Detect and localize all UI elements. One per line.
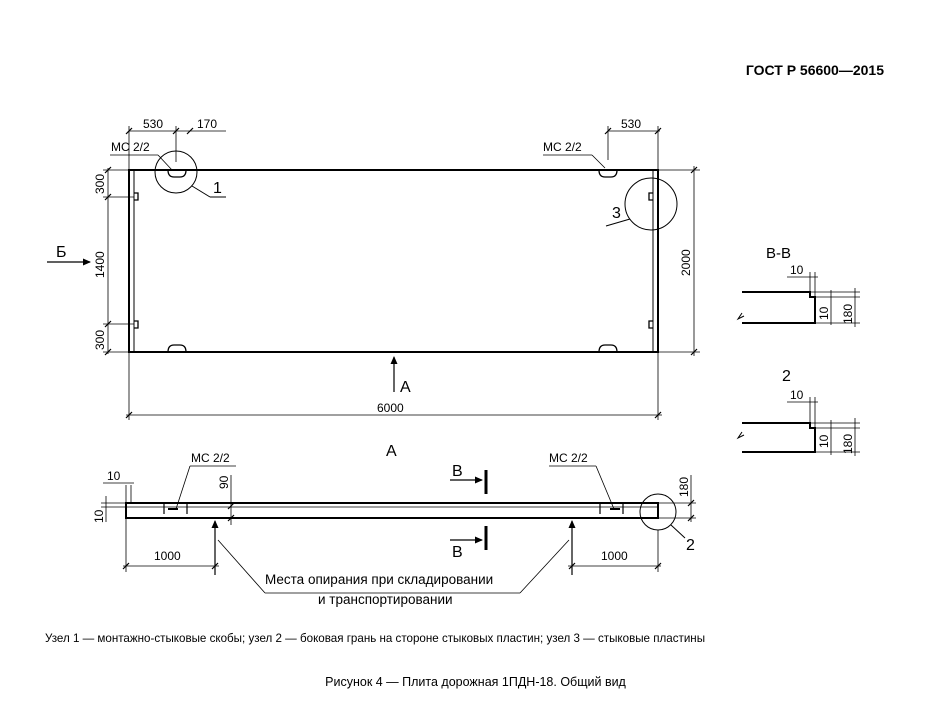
dim-2000: 2000 (679, 249, 693, 276)
plate-left-bottom (134, 320, 139, 329)
dim-530-left: 530 (143, 117, 163, 131)
elev-dim-90: 90 (217, 475, 231, 489)
elevation-view (101, 465, 696, 594)
node-3-leader (605, 218, 631, 227)
section-vv-dim-10-side: 10 (817, 306, 831, 320)
elevation-labels: А 10 10 90 180 МС 2/2 МС 2/2 В В 2 1000 … (92, 443, 695, 607)
dim-1400: 1400 (93, 251, 107, 278)
section-vv-dim-180: 180 (841, 304, 855, 324)
section-vv (736, 272, 860, 327)
mc-label-right: МС 2/2 (543, 140, 582, 154)
dim-300-top: 300 (93, 174, 107, 194)
support-note-line2: и транспортировании (318, 592, 453, 607)
dim-530-right: 530 (621, 117, 641, 131)
plate-right-top (648, 192, 653, 201)
nodes-legend: Узел 1 — монтажно-стыковые скобы; узел 2… (45, 632, 706, 645)
dim-6000: 6000 (377, 401, 404, 415)
detail-2-title: 2 (782, 368, 791, 385)
support-note-line1: Места опирания при складировании (265, 572, 493, 587)
standard-number: ГОСТ Р 56600—2015 (745, 62, 884, 78)
bracket-top-left (167, 169, 187, 178)
bracket-bottom-right (598, 344, 618, 353)
section-vv-dim-10-top: 10 (790, 263, 804, 277)
dim-170: 170 (197, 117, 217, 131)
elev-dim-1000-left: 1000 (154, 549, 181, 563)
bracket-bottom-left (167, 344, 187, 353)
plate-left-top (134, 192, 139, 201)
elev-dim-10-left: 10 (92, 509, 106, 523)
slab-outline (128, 169, 659, 353)
elev-dim-1000-right: 1000 (601, 549, 628, 563)
dim-300-bottom: 300 (93, 330, 107, 350)
view-b-label: Б (56, 244, 67, 261)
node-3-label: 3 (612, 205, 621, 222)
plate-right-bottom (648, 320, 653, 329)
node-1-leader (191, 185, 211, 198)
section-mark-top: В (452, 463, 463, 480)
section-mark-bottom: В (452, 544, 463, 561)
view-a-label: А (400, 379, 411, 396)
node-2-label: 2 (686, 537, 695, 554)
node-3-circle (624, 177, 678, 231)
detail-2-dim-180: 180 (841, 434, 855, 454)
view-a-title: А (386, 443, 397, 460)
section-vv-labels: В-В 10 10 180 (766, 245, 855, 324)
slab-side-outline (125, 502, 659, 519)
elev-mc-left: МС 2/2 (191, 451, 230, 465)
elev-dim-180: 180 (677, 477, 691, 497)
detail-2 (736, 397, 860, 456)
detail-2-dim-10-side: 10 (817, 434, 831, 448)
elev-dim-10-top: 10 (107, 469, 121, 483)
node-1-label: 1 (213, 180, 222, 197)
detail-2-dim-10-top: 10 (790, 388, 804, 402)
bracket-top-right (598, 169, 618, 178)
section-vv-title: В-В (766, 245, 791, 262)
mc-label-left: МС 2/2 (111, 140, 150, 154)
figure-caption: Рисунок 4 — Плита дорожная 1ПДН-18. Общи… (325, 675, 626, 689)
elev-mc-right: МС 2/2 (549, 451, 588, 465)
plan-labels: 530 170 530 МС 2/2 МС 2/2 1 3 300 1400 3… (56, 117, 693, 415)
plan-view (47, 126, 700, 420)
detail-2-labels: 2 10 10 180 (782, 368, 855, 454)
